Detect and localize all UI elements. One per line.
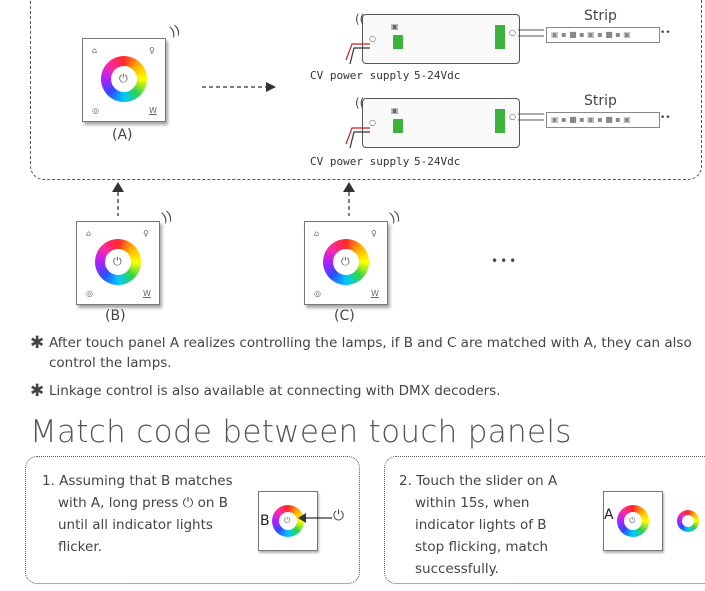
note-text: After touch panel A realizes controlling…: [49, 335, 692, 371]
strip-wires: [518, 29, 544, 37]
led-strip: ▣ ▪ ■ ▪ ▣ ▪ ■ ▪ ▣: [546, 27, 660, 43]
white-icon: W: [143, 289, 151, 298]
panel-letter: B: [260, 513, 270, 529]
arrow-to-power: [298, 513, 332, 523]
mode-icon: ◎: [92, 106, 99, 115]
white-icon: W: [371, 289, 379, 298]
led-strip: ▣ ▪ ■ ▪ ▣ ▪ ■ ▪ ▣: [546, 112, 660, 128]
touch-panel-a: ⌂ ♀ ⏻ ◎ W: [82, 38, 166, 122]
power-icon: ⏻: [629, 516, 636, 525]
wireless-icon: )): [387, 208, 403, 227]
note-bullet: ✱: [30, 381, 45, 401]
voltage-label: 5-24Vdc: [414, 155, 461, 168]
supply-label: CV power supply: [310, 69, 410, 82]
note-bullet: ✱: [30, 333, 45, 353]
strip-ellipsis: ••: [660, 113, 671, 123]
touch-panel-b-small: ⏻: [258, 491, 318, 551]
arrow-a-to-drivers: [202, 82, 276, 92]
power-icon: ⏻: [119, 72, 128, 85]
power-wires: [345, 43, 370, 65]
strip-label: Strip: [584, 8, 617, 24]
step-2-box: [384, 456, 705, 584]
cv-driver: ▣ ○ ○: [362, 98, 520, 148]
note-text: Linkage control is also available at con…: [49, 383, 501, 399]
panel-b-label: (B): [105, 308, 126, 324]
home-icon: ⌂: [86, 229, 92, 238]
wireless-icon: )): [159, 208, 175, 227]
bulb-icon: ♀: [149, 46, 155, 55]
power-icon: ⏻: [341, 255, 350, 268]
power-icon: ⏻: [333, 508, 345, 524]
power-icon: ⏻: [284, 516, 291, 525]
panel-a-label: (A): [112, 127, 133, 143]
arrow-b-to-a: [112, 182, 124, 216]
step-1-box: [25, 456, 360, 584]
home-icon: ⌂: [92, 46, 98, 55]
section-title: Match code between touch panels: [30, 414, 572, 450]
bulb-icon: ♀: [143, 229, 149, 238]
mode-icon: ◎: [314, 289, 321, 298]
wireless-icon: ((: [355, 12, 365, 26]
arrow-c-to-a: [343, 182, 355, 216]
touch-panel-c: ⌂ ♀ ⏻ ◎ W: [304, 221, 388, 305]
strip-label: Strip: [584, 93, 617, 109]
panel-c-label: (C): [334, 308, 355, 324]
step-2-text: 2. Touch the slider on A within 15s, whe…: [399, 473, 558, 577]
white-icon: W: [149, 106, 157, 115]
panel-a-group-box: [30, 0, 702, 180]
voltage-label: 5-24Vdc: [414, 69, 461, 82]
bulb-icon: ♀: [371, 229, 377, 238]
supply-label: CV power supply: [310, 155, 410, 168]
mode-icon: ◎: [86, 289, 93, 298]
power-icon: ⏻: [113, 255, 122, 268]
panel-letter: A: [604, 507, 614, 523]
touch-panel-b: ⌂ ♀ ⏻ ◎ W: [76, 221, 160, 305]
power-wires: [345, 127, 370, 149]
home-icon: ⌂: [314, 229, 320, 238]
strip-wires: [518, 113, 544, 121]
strip-ellipsis: ••: [660, 28, 671, 38]
step-1-text: 1. Assuming that B matches with A, long …: [42, 473, 233, 555]
cv-driver: ▣ ○ ○: [362, 14, 520, 64]
touch-panel-a-small: ⏻: [603, 491, 663, 551]
more-panels-ellipsis: •••: [491, 254, 519, 268]
wireless-icon: ((: [355, 96, 365, 110]
